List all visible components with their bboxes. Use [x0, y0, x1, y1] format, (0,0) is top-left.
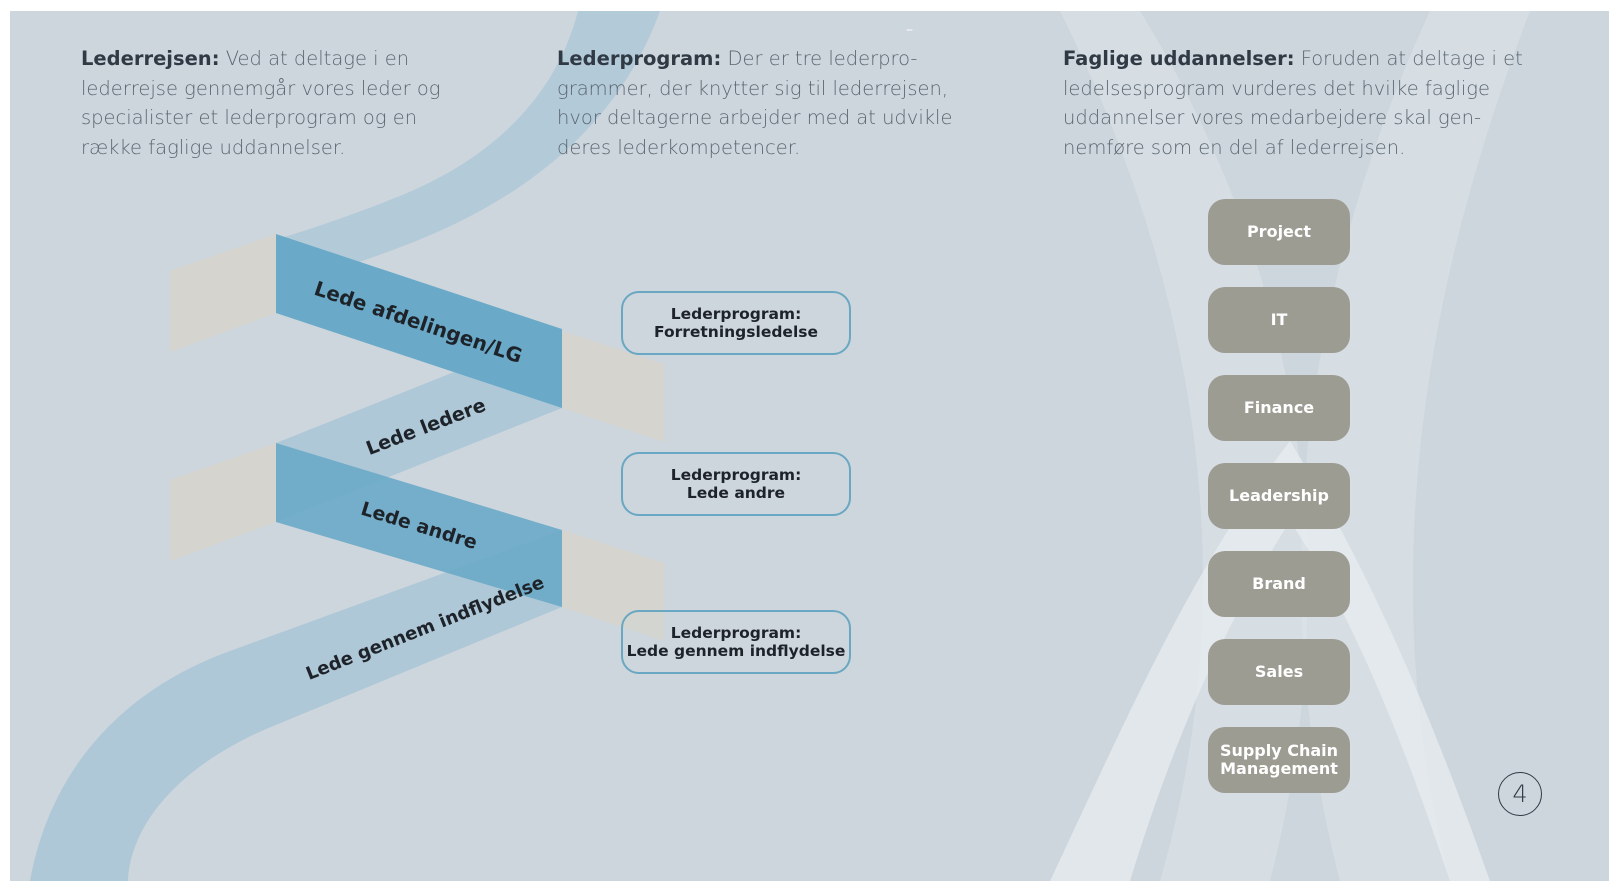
background-graphics: Lede afdelingen/LG Lede ledere Lede andr… — [30, 11, 1530, 881]
top-dash: – — [906, 22, 913, 38]
ribbon-lede-andre — [276, 443, 562, 607]
page-number: 4 — [1498, 772, 1542, 816]
program-box-line2: Lede andre — [686, 484, 786, 502]
program-box-lede-indflydelse: Lederprogram: Lede gennem indflydelse — [621, 610, 851, 674]
slide: Lede afdelingen/LG Lede ledere Lede andr… — [10, 11, 1609, 881]
program-box-line2: Lede gennem indflydelse — [626, 642, 846, 660]
course-it: IT — [1208, 287, 1350, 353]
course-leadership: Leadership — [1208, 463, 1350, 529]
intro-lederrejsen-text: Ved at deltage i en lederrejse gennemgår… — [81, 47, 441, 159]
intro-lederprogram-text: Der er tre lederpro-grammer, der knytter… — [557, 47, 953, 159]
ribbon-lede-indflydelse — [30, 530, 562, 881]
intro-faglige-text: Foruden at deltage i et ledelsesprogram … — [1063, 47, 1523, 159]
intro-lederrejsen-title: Lederrejsen: — [81, 47, 220, 70]
program-box-line1: Lederprogram: — [670, 466, 802, 484]
program-box-forretningsledelse: Lederprogram: Forretningsledelse — [621, 291, 851, 355]
intro-lederprogram: Lederprogram: Der er tre lederpro-gramme… — [557, 44, 977, 162]
bg-blue-arc — [278, 11, 660, 287]
ribbon-lede-afdelingen — [276, 234, 562, 408]
intro-lederrejsen: Lederrejsen: Ved at deltage i en lederre… — [81, 44, 461, 162]
intro-lederprogram-title: Lederprogram: — [557, 47, 722, 70]
bg-light-sweep-right — [1301, 11, 1530, 881]
intro-faglige: Faglige uddannelser: Foruden at deltage … — [1063, 44, 1553, 162]
program-box-lede-andre: Lederprogram: Lede andre — [621, 452, 851, 516]
panel-right-upper — [562, 331, 664, 442]
course-sales: Sales — [1208, 639, 1350, 705]
course-finance: Finance — [1208, 375, 1350, 441]
bg-white-curve — [1050, 441, 1490, 881]
program-box-line2: Forretningsledelse — [653, 323, 818, 341]
course-supply-chain-management: Supply Chain Management — [1208, 727, 1350, 793]
panel-left-lower — [170, 443, 276, 561]
intro-faglige-title: Faglige uddannelser: — [1063, 47, 1295, 70]
program-box-line1: Lederprogram: — [670, 624, 802, 642]
program-box-line1: Lederprogram: — [670, 305, 802, 323]
course-project: Project — [1208, 199, 1350, 265]
panel-left-upper — [170, 234, 276, 352]
course-brand: Brand — [1208, 551, 1350, 617]
